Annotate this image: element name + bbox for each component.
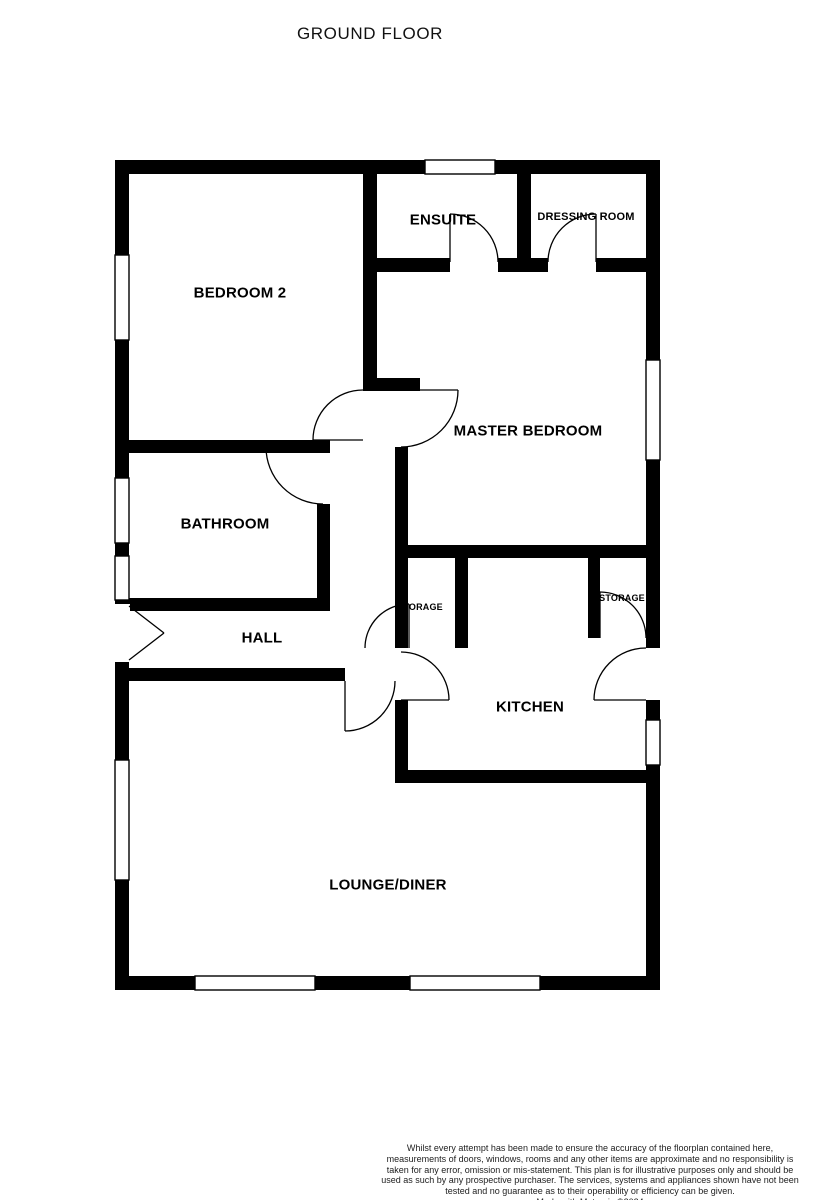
wall-storage-left-east [455, 558, 468, 648]
wall-exterior-top [115, 160, 660, 174]
room-label-dressing-room: DRESSING ROOM [537, 211, 635, 223]
door-arc-storage-right [599, 591, 647, 639]
door-arc-storage-left [364, 603, 410, 649]
door-arc-lounge [344, 680, 396, 732]
window-left-bathroom-1 [114, 477, 130, 544]
room-label-lounge-diner: LOUNGE/DINER [329, 876, 447, 894]
window-top-ensuite [424, 159, 496, 175]
window-right-master [645, 359, 661, 461]
door-arc-right-entrance [593, 647, 647, 701]
wall-under-ensuite-b [498, 258, 548, 272]
wall-bathroom-right [317, 504, 330, 611]
page-title: GROUND FLOOR [296, 24, 444, 43]
disclaimer-text: Whilst every attempt has been made to en… [381, 1143, 799, 1197]
wall-hall-lounge [115, 668, 345, 681]
door-leaf-left-entrance-lower [128, 632, 165, 661]
door-arc-ensuite [449, 213, 499, 263]
wall-ensuite-dressing-divider [517, 160, 531, 272]
doors [128, 213, 647, 732]
window-bottom-lounge-1 [194, 975, 316, 991]
room-label-hall: HALL [241, 629, 283, 647]
door-arc-bedroom2 [312, 389, 364, 441]
room-label-kitchen: KITCHEN [495, 698, 565, 716]
door-gap-right-entrance [645, 648, 661, 700]
wall-bedroom2-right [363, 160, 377, 390]
room-label-storage-right: STORAGE [599, 593, 645, 603]
wall-kitchen-left-lower [395, 700, 408, 770]
window-left-bathroom-2 [114, 555, 130, 601]
room-label-master-bedroom: MASTER BEDROOM [453, 422, 603, 440]
window-bottom-lounge-2 [409, 975, 541, 991]
wall-storage-left-west [395, 558, 408, 648]
wall-storage-right-west [588, 558, 600, 638]
window-left-bedroom2 [114, 254, 130, 341]
door-arc-dressing [547, 213, 597, 263]
door-arc-kitchen [400, 651, 450, 701]
door-leaf-left-entrance-upper [128, 605, 165, 634]
wall-master-stub [363, 378, 420, 391]
wall-under-ensuite-a [365, 258, 450, 272]
door-gap-left-entrance [114, 604, 130, 662]
wall-exterior-right [646, 160, 660, 990]
windows [114, 159, 661, 991]
wall-bedroom2-bathroom [115, 440, 330, 453]
window-right-kitchen [645, 719, 661, 766]
footer-disclaimer-block: Whilst every attempt has been made to en… [380, 1143, 800, 1200]
room-label-ensuite: ENSUITE [409, 211, 477, 229]
wall-master-kitchen-divider [395, 545, 660, 558]
room-label-storage-left: STORAGE [397, 602, 443, 612]
metropix-credit: Made with Metropix ©2024 [380, 1197, 800, 1200]
wall-kitchen-bottom [395, 770, 660, 783]
wall-under-ensuite-c [596, 258, 660, 272]
door-arc-master [400, 389, 459, 448]
door-gaps [114, 604, 661, 700]
wall-bathroom-bottom [115, 598, 330, 611]
room-label-bedroom2: BEDROOM 2 [193, 284, 287, 302]
room-label-bathroom: BATHROOM [180, 515, 270, 533]
window-left-lounge [114, 759, 130, 881]
door-arc-bathroom [265, 446, 324, 505]
wall-master-left [395, 447, 408, 558]
